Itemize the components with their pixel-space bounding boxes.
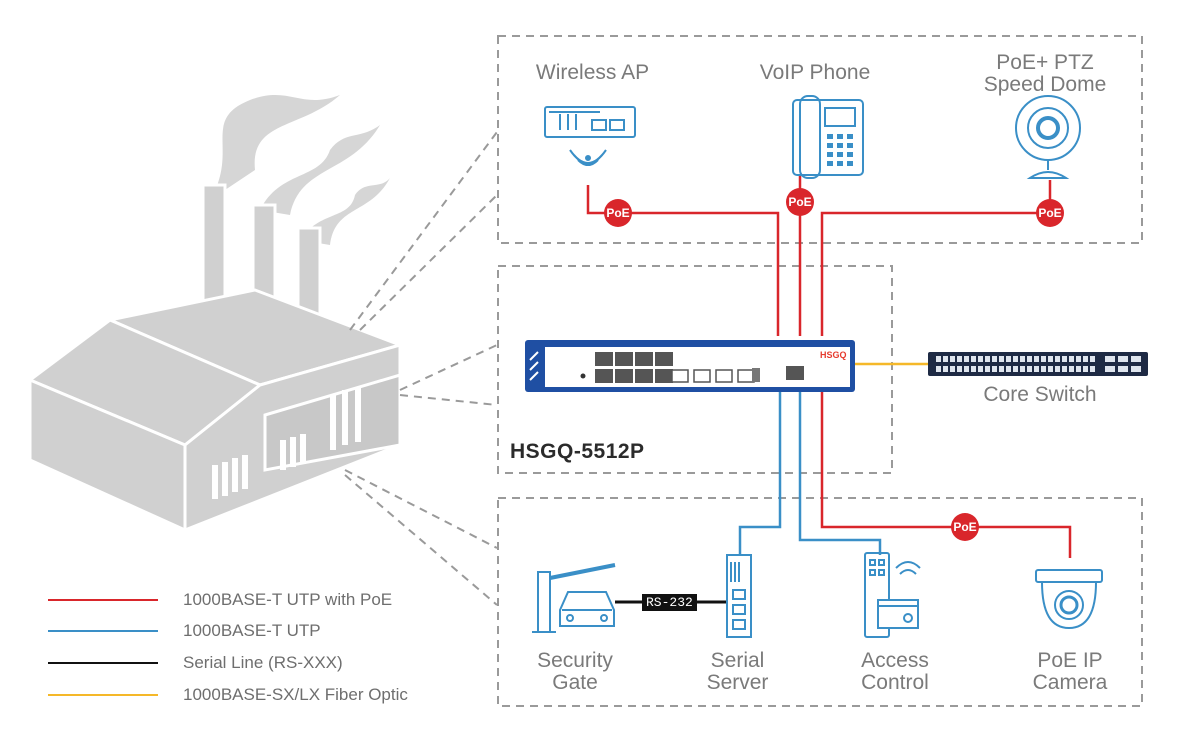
security-gate-icon [532, 563, 616, 633]
factory-icon [27, 95, 405, 533]
poe-badge: PoE [604, 199, 632, 227]
svg-text:HSGQ: HSGQ [820, 350, 847, 360]
legend-fiber-label: 1000BASE-SX/LX Fiber Optic [183, 685, 408, 704]
access-control-icon [864, 552, 921, 638]
zoom-lines [344, 131, 498, 606]
rs232-label: RS-232 [642, 594, 697, 611]
middle-region [497, 265, 893, 474]
legend-serial-label: Serial Line (RS-XXX) [183, 653, 343, 672]
utp-lines [738, 392, 882, 555]
factory-windows [212, 387, 361, 499]
legend-utp-label: 1000BASE-T UTP [183, 621, 321, 640]
svg-text:PoE: PoE [953, 520, 976, 534]
core-switch-label: Core Switch [983, 383, 1097, 406]
svg-text:PoE: PoE [606, 206, 629, 220]
poe-badge: PoE [1036, 199, 1064, 227]
poe-badge: PoE [951, 513, 979, 541]
legend-swatches [48, 599, 158, 696]
poe-badge: PoE [786, 188, 814, 216]
core-switch-icon [928, 352, 1148, 376]
ip-camera-icon [1035, 569, 1103, 630]
switch-model-label: HSGQ-5512P [510, 440, 645, 463]
voip-phone-icon [792, 95, 864, 179]
wireless-ap-label: Wireless AP [535, 61, 650, 84]
wireless-ap-icon [544, 106, 636, 166]
top-region [497, 35, 1143, 244]
serial-server-icon [726, 554, 752, 638]
ptz-camera-icon [1015, 95, 1081, 179]
svg-text:PoE: PoE [1038, 206, 1061, 220]
legend-poe-label: 1000BASE-T UTP with PoE [183, 590, 393, 609]
svg-text:PoE: PoE [788, 195, 811, 209]
voip-phone-label: VoIP Phone [759, 61, 871, 84]
region-boxes [497, 35, 1143, 707]
bottom-region [497, 497, 1143, 707]
main-switch-icon: HSGQ [525, 340, 855, 392]
